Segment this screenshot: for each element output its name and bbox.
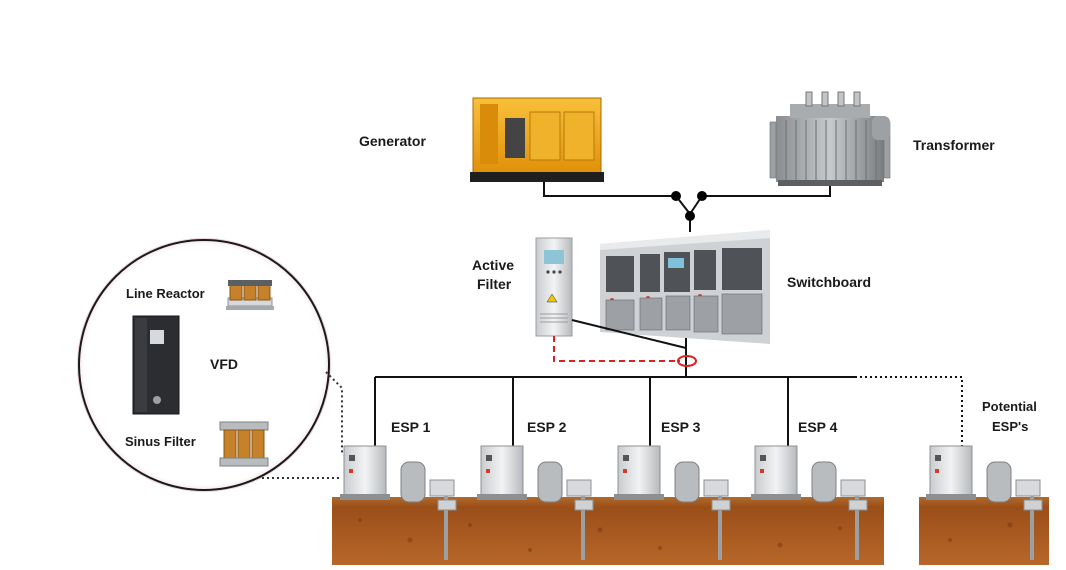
ground-strip <box>332 497 884 565</box>
generator-icon <box>470 97 604 182</box>
active-filter-label: Active Filter <box>472 257 518 292</box>
esp-label: ESP 1 <box>391 419 431 435</box>
line-reactor-label: Line Reactor <box>126 286 205 301</box>
switch-node-icon <box>671 191 707 221</box>
esp-unit-icon <box>926 445 1043 560</box>
potential-bus <box>855 376 963 460</box>
esp-label: ESP 4 <box>798 419 838 435</box>
supply-wiring <box>543 182 831 232</box>
esp-label: ESP 2 <box>527 419 567 435</box>
esp-unit-icon <box>340 445 457 560</box>
esp-label: ESP 3 <box>661 419 701 435</box>
esp-unit-icon <box>614 445 731 560</box>
sinus-filter-icon <box>219 421 269 467</box>
transformer-icon <box>769 91 891 186</box>
esp-unit-icon <box>751 445 868 560</box>
transformer-label: Transformer <box>913 137 995 153</box>
switchboard-label: Switchboard <box>787 274 871 290</box>
line-reactor-icon <box>226 280 274 310</box>
current-sensor-icon <box>677 355 697 367</box>
potential-esps-label: Potential ESP's <box>982 399 1041 434</box>
soil-texture <box>358 518 1013 552</box>
switchboard-icon <box>600 230 770 344</box>
esp-unit-icon <box>477 445 594 560</box>
generator-label: Generator <box>359 133 426 149</box>
vfd-icon <box>132 315 180 415</box>
vfd-label: VFD <box>210 356 238 372</box>
active-filter-icon <box>535 237 573 337</box>
vfd-zoom-ring <box>78 239 330 491</box>
sinus-filter-label: Sinus Filter <box>125 434 196 449</box>
